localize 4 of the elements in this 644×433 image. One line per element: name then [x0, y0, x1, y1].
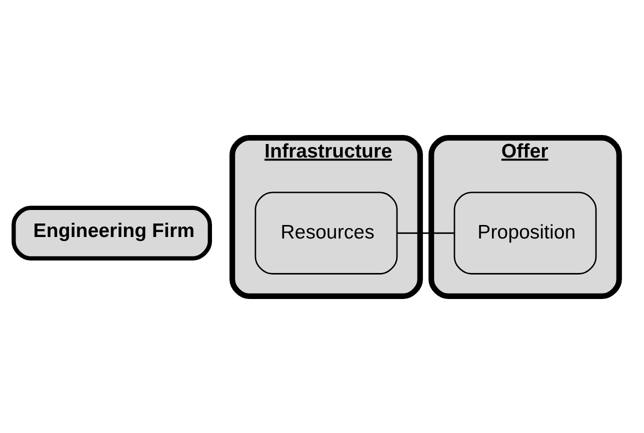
node-box: Resources: [254, 191, 398, 274]
node-box: Proposition: [454, 191, 597, 274]
node-box: Engineering Firm: [12, 205, 212, 260]
connector: [397, 232, 454, 234]
